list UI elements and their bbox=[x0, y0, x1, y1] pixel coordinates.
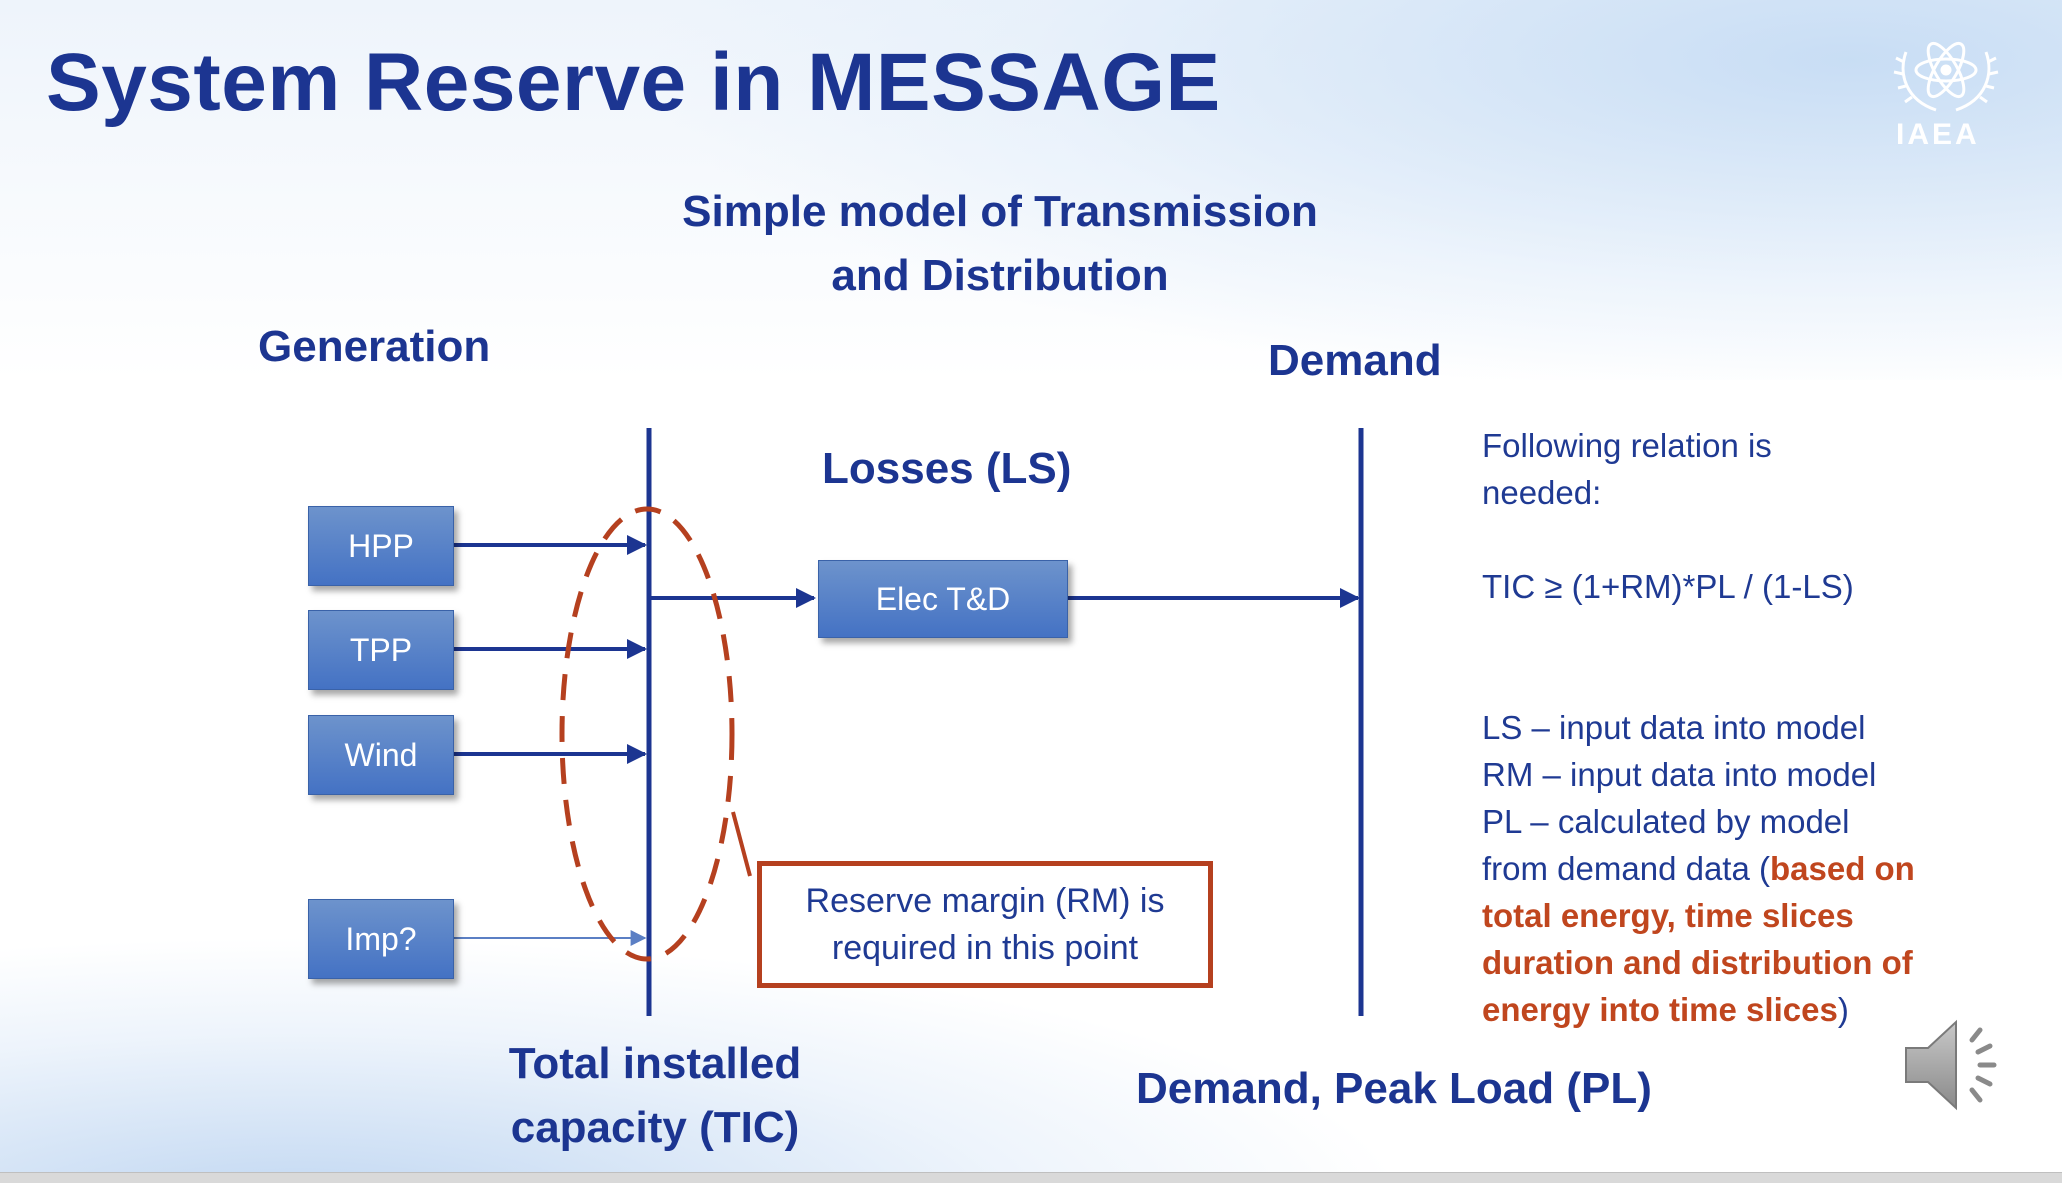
generator-box-tpp: TPP bbox=[308, 610, 454, 690]
generator-box-hpp: HPP bbox=[308, 506, 454, 586]
generator-box-import: Imp? bbox=[308, 899, 454, 979]
generation-label: Generation bbox=[258, 322, 491, 371]
relation-close-paren: ) bbox=[1837, 991, 1849, 1028]
reserve-callout-pointer bbox=[731, 811, 752, 877]
diagram-subtitle: Simple model of Transmission and Distrib… bbox=[682, 187, 1318, 300]
reserve-margin-callout: Reserve margin (RM) is required in this … bbox=[757, 861, 1213, 988]
relation-highlight-3: duration and distribution of bbox=[1482, 944, 1913, 981]
relation-highlight-1: based on bbox=[1769, 850, 1915, 887]
slide-title: System Reserve in MESSAGE bbox=[46, 37, 1221, 128]
tic-label: Total installed capacity (TIC) bbox=[508, 1039, 802, 1152]
relation-highlight-4: energy into time slices bbox=[1482, 991, 1838, 1028]
relation-pl-cont-text: from demand data ( bbox=[1482, 850, 1770, 887]
losses-label: Losses (LS) bbox=[822, 444, 1072, 493]
background-top-gradient bbox=[0, 0, 2062, 380]
relation-pl-continued: from demand data (based on bbox=[1482, 845, 2002, 892]
peak-load-label: Demand, Peak Load (PL) bbox=[1136, 1064, 1652, 1113]
generator-box-wind: Wind bbox=[308, 715, 454, 795]
relation-formula: TIC ≥ (1+RM)*PL / (1-LS) bbox=[1482, 568, 1854, 605]
speaker-icon[interactable] bbox=[1898, 1010, 2018, 1120]
iaea-logo-text: IAEA bbox=[1896, 118, 1980, 151]
relation-rm: RM – input data into model bbox=[1482, 756, 1877, 793]
relation-ls: LS – input data into model bbox=[1482, 709, 1866, 746]
reserve-point-oval bbox=[559, 506, 735, 962]
iaea-logo bbox=[1893, 41, 1999, 112]
relation-highlight-2: total energy, time slices bbox=[1482, 897, 1854, 934]
relation-intro-line1: Following relation is bbox=[1482, 427, 1772, 464]
reserve-margin-text: Reserve margin (RM) is required in this … bbox=[805, 881, 1165, 967]
relation-pl: PL – calculated by model bbox=[1482, 803, 1850, 840]
demand-label: Demand bbox=[1268, 336, 1442, 385]
relation-intro-line2: needed: bbox=[1482, 474, 1602, 511]
relation-text-block: Following relation is needed: TIC ≥ (1+R… bbox=[1482, 422, 2002, 1033]
bottom-bar bbox=[0, 1172, 2062, 1183]
elec-td-box: Elec T&D bbox=[818, 560, 1068, 638]
